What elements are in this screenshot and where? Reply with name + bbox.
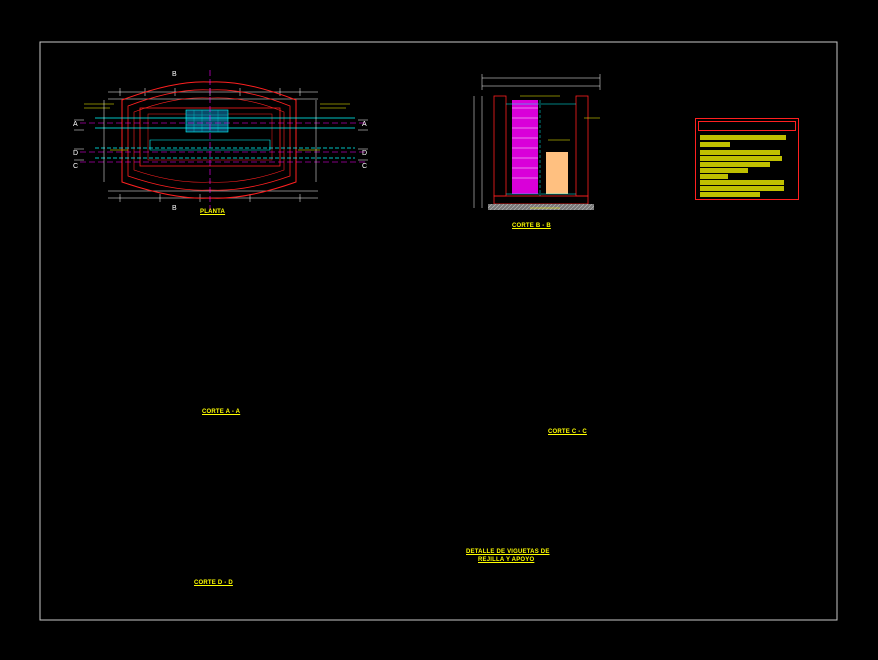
mark-a-left: A: [73, 121, 78, 128]
planta-view: [80, 70, 365, 210]
mark-d-left: D: [73, 150, 78, 157]
section-marks: A A D D C C B B: [73, 71, 367, 212]
spec-line: [700, 180, 784, 185]
mark-d-right: D: [362, 150, 367, 157]
spec-line: [700, 150, 780, 155]
planta-grate: [185, 109, 229, 133]
mark-b-top: B: [172, 71, 177, 78]
title-planta: PLANTA: [200, 209, 226, 215]
title-corte-aa: CORTE A - A: [202, 409, 241, 415]
spec-line: [700, 135, 786, 140]
sheet-border: [39, 41, 838, 621]
title-corte-cc: CORTE C - C: [548, 429, 587, 435]
mark-c-left: C: [73, 163, 78, 170]
spec-line: [700, 186, 784, 191]
title-corte-bb: CORTE B - B: [512, 223, 551, 229]
corte-bb-grate: [512, 100, 538, 194]
spec-line: [700, 156, 782, 161]
specifications-box: [695, 118, 799, 200]
mark-c-right: C: [362, 163, 367, 170]
title-corte-dd: CORTE D - D: [194, 580, 233, 586]
spec-line: [700, 142, 730, 147]
spec-line: [700, 192, 760, 197]
spec-line: [700, 168, 748, 173]
spec-line: [700, 162, 770, 167]
mark-b-bottom: B: [172, 205, 177, 212]
title-detalle-line2: REJILLA Y APOYO: [478, 557, 535, 563]
title-detalle-line1: DETALLE DE VIGUETAS DE: [466, 549, 550, 555]
specifications-title-bar: [698, 121, 796, 131]
corte-bb-view: [473, 74, 601, 210]
mark-a-right: A: [362, 121, 367, 128]
spec-line: [700, 174, 728, 179]
